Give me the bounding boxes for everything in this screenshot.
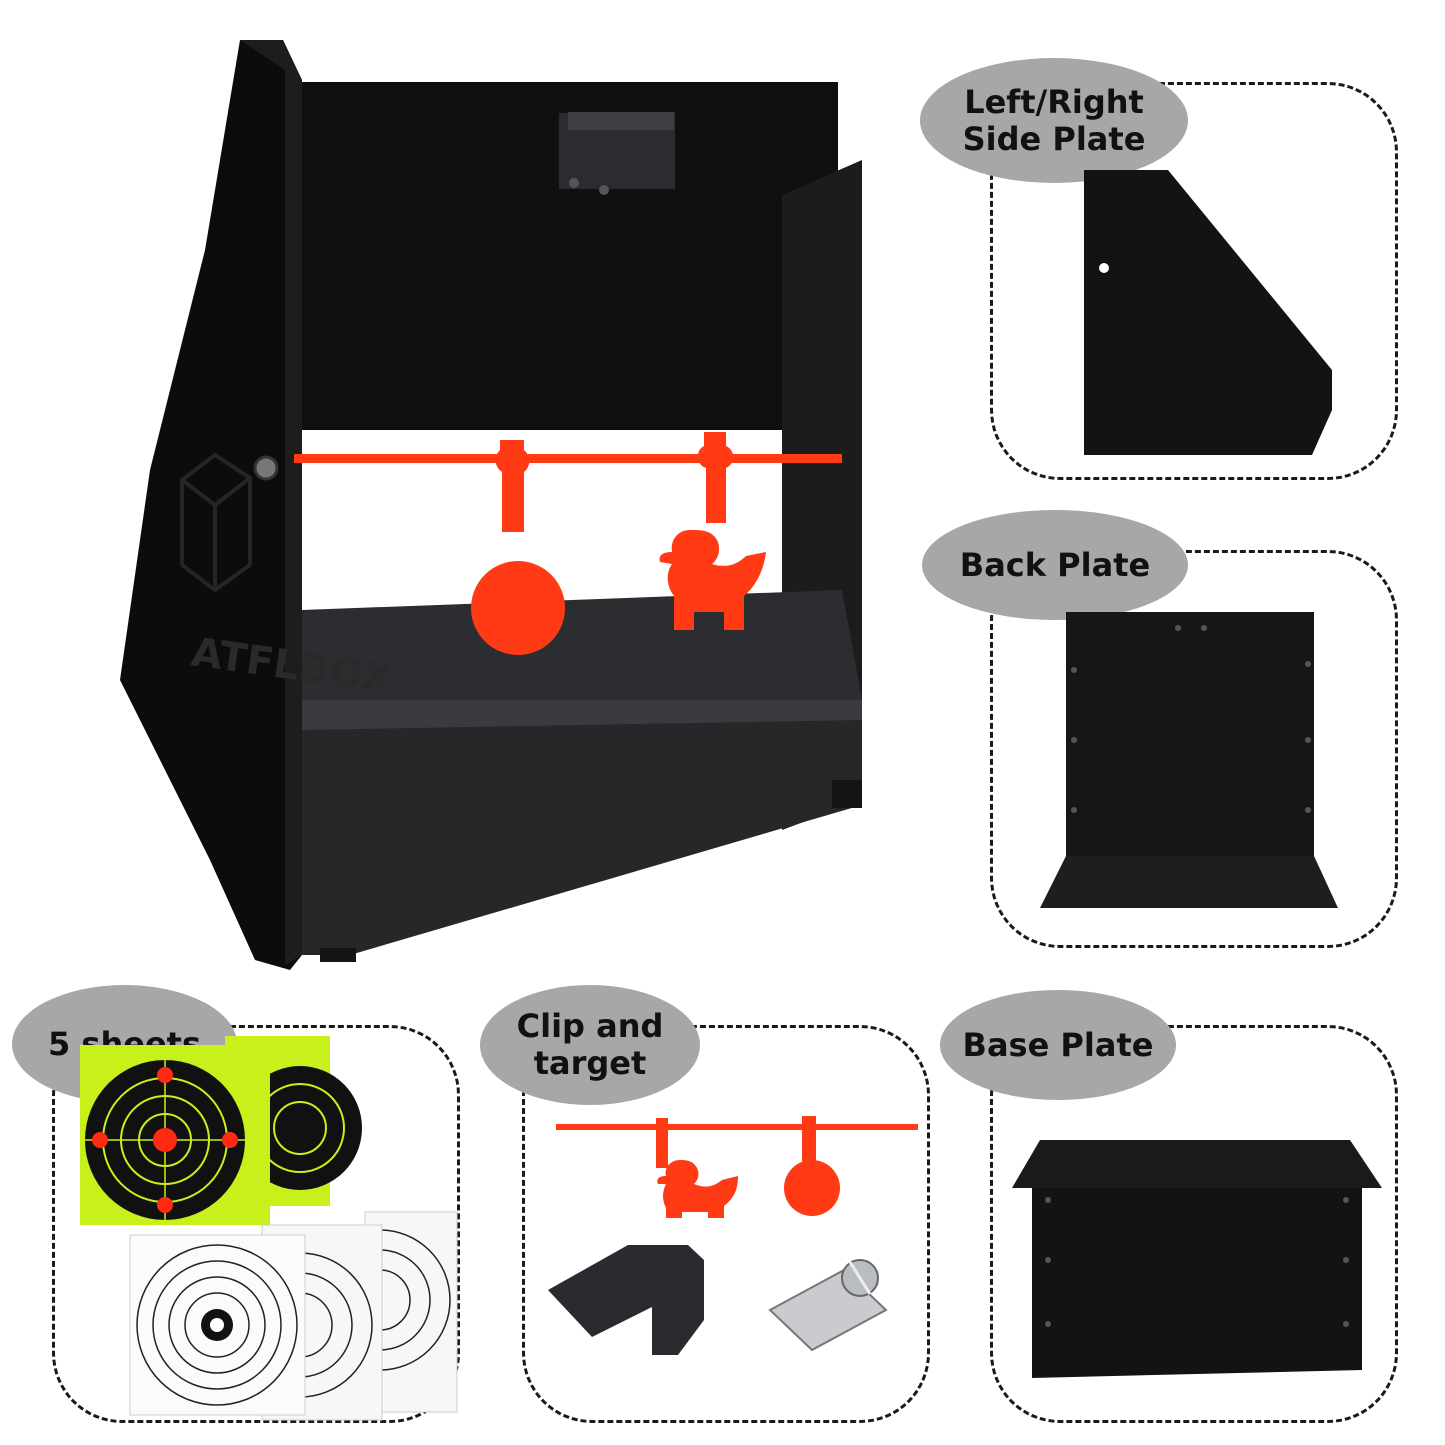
target-rod bbox=[294, 454, 842, 463]
duck-target-icon bbox=[656, 1118, 738, 1218]
sheets-panel bbox=[52, 1025, 460, 1423]
cube-logo-icon bbox=[180, 452, 252, 593]
clip-target-label: Clip and target bbox=[480, 985, 700, 1105]
round-target bbox=[471, 561, 565, 655]
box-floor bbox=[302, 590, 862, 700]
duck-target bbox=[659, 530, 766, 630]
spare-rod bbox=[556, 1124, 918, 1130]
box-foot-left bbox=[320, 948, 356, 962]
back-plate-label: Back Plate bbox=[922, 510, 1188, 620]
base-plate-panel bbox=[990, 1025, 1398, 1423]
box-foot-right bbox=[832, 780, 862, 808]
side-plate-label: Left/Right Side Plate bbox=[920, 58, 1188, 183]
side-bolt bbox=[253, 455, 279, 481]
back-plate-panel bbox=[990, 550, 1398, 948]
metal-bracket bbox=[548, 1245, 704, 1355]
duck-target-hanger bbox=[697, 432, 734, 523]
side-plate-panel bbox=[990, 82, 1398, 480]
box-front-lip bbox=[302, 700, 862, 955]
round-target-hanger bbox=[495, 440, 530, 532]
box-left-side-plate bbox=[120, 40, 302, 970]
clip-target-panel bbox=[522, 1025, 930, 1423]
box-back-plate bbox=[283, 82, 838, 430]
binder-clip-icon bbox=[768, 1259, 888, 1352]
round-target-icon bbox=[784, 1116, 840, 1216]
base-plate-label: Base Plate bbox=[940, 990, 1176, 1100]
box-base-front bbox=[302, 700, 862, 730]
